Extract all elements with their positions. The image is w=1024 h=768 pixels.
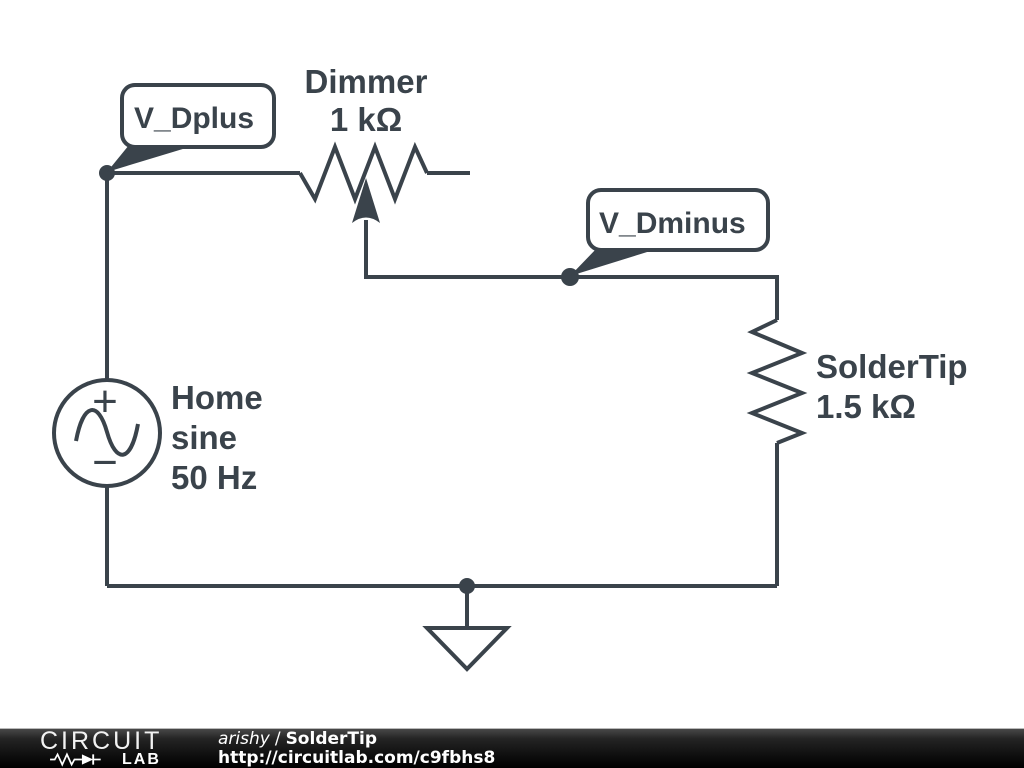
net-label-pointer [570, 248, 660, 276]
resistor-value: 1.5 kΩ [816, 388, 916, 425]
logo-circuit-text: CIRCUIT [40, 726, 163, 755]
net-label-pointer [107, 145, 196, 172]
separator: / [274, 728, 281, 749]
wiper-arrow-icon [352, 178, 380, 223]
net-label-vdminus: V_Dminus [570, 188, 770, 276]
resistor-zigzag-horizontal [298, 141, 429, 205]
source-waveform: sine [171, 419, 237, 456]
circuit-schematic: Dimmer 1 kΩ SolderTip 1.5 kΩ + − Home si… [52, 63, 968, 672]
net-label-text: V_Dplus [134, 102, 254, 135]
voltage-source-symbol: + − Home sine 50 Hz [52, 377, 263, 496]
net-label-bubble [586, 188, 770, 252]
logo-lab-text: LAB [122, 750, 161, 768]
source-name: Home [171, 379, 263, 416]
potentiometer-name: Dimmer [305, 63, 428, 100]
footer-attribution: arishy/SolderTip [218, 728, 495, 749]
plus-icon: + [92, 377, 118, 426]
project-name: SolderTip [285, 728, 377, 749]
resistor-name: SolderTip [816, 348, 968, 385]
sine-wave-icon [74, 408, 140, 457]
resistor-zigzag-vertical [746, 318, 808, 445]
minus-icon: − [92, 438, 118, 487]
potentiometer-symbol: Dimmer 1 kΩ [298, 63, 429, 223]
net-label-vdplus: V_Dplus [107, 83, 276, 172]
footer-text: arishy/SolderTip http://circuitlab.com/c… [218, 728, 496, 768]
circuitlab-logo: CIRCUIT LAB [40, 726, 174, 768]
author-name: arishy [218, 728, 270, 749]
circuit-url[interactable]: http://circuitlab.com/c9fbhs8 [218, 747, 496, 768]
net-label-bubble [120, 83, 276, 149]
potentiometer-value: 1 kΩ [330, 101, 402, 138]
node-dot-ground [459, 578, 475, 594]
source-frequency: 50 Hz [171, 459, 257, 496]
ground-icon [422, 586, 512, 672]
resistor-diode-icon [50, 751, 101, 767]
net-label-text: V_Dminus [599, 207, 746, 240]
resistor-symbol: SolderTip 1.5 kΩ [746, 318, 968, 445]
ground-triangle [422, 626, 512, 672]
footer-bar: CIRCUIT LAB arishy/SolderTip http://circ… [0, 728, 1024, 768]
